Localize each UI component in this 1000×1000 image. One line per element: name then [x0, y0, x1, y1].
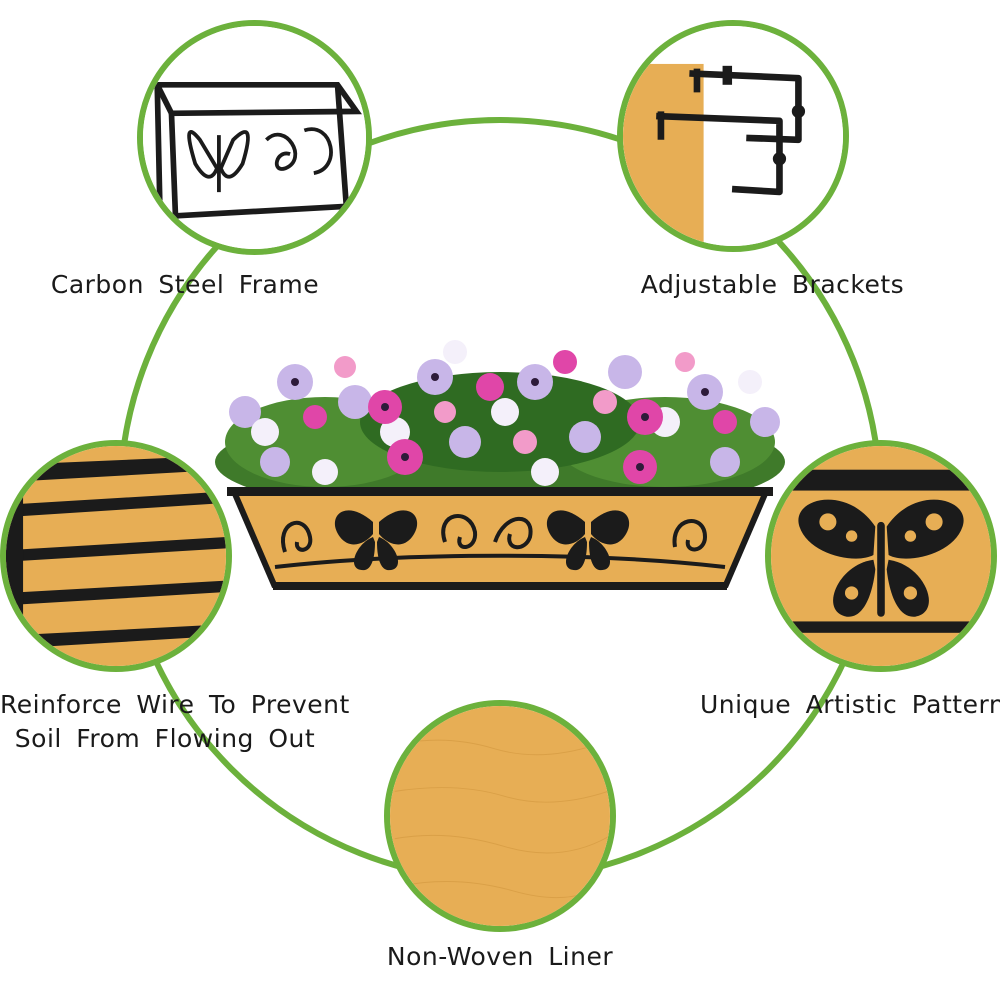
reinforce-wire-label-line1: Reinforce Wire To Prevent: [0, 690, 350, 719]
reinforce-wire-label-line2: Soil From Flowing Out: [14, 724, 316, 753]
liner-detail-circle: [384, 700, 616, 932]
wire-bars-icon: [6, 446, 226, 666]
butterfly-icon: [771, 446, 991, 666]
planter-box: [227, 487, 773, 590]
brackets-detail-circle: [617, 20, 849, 252]
non-woven-liner-label: Non-Woven Liner: [386, 942, 614, 971]
bracket-icon: [623, 26, 843, 246]
artistic-pattern-label: Unique Artistic Pattern: [700, 690, 1000, 719]
frame-detail-circle: [137, 20, 372, 255]
flower-cluster: [229, 340, 780, 486]
planter-hero-image: [215, 340, 785, 590]
adjustable-brackets-label: Adjustable Brackets: [640, 270, 905, 299]
wire-detail-circle: [0, 440, 232, 672]
pattern-detail-circle: [765, 440, 997, 672]
butterfly-frame-icon: [143, 26, 366, 249]
carbon-steel-frame-label: Carbon Steel Frame: [50, 270, 320, 299]
liner-texture-icon: [390, 706, 610, 926]
